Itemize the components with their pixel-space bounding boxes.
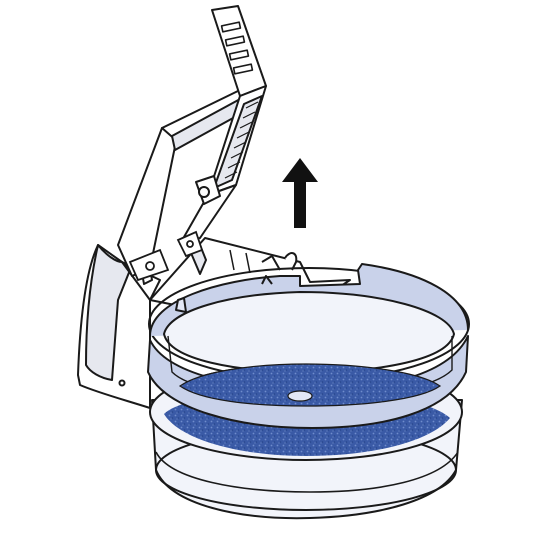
litter-granules-upper: [178, 363, 442, 407]
hinge-mechanism: [128, 230, 204, 282]
scoop-paddle: [179, 5, 267, 245]
lid-arm: [117, 89, 251, 285]
sifting-ring: [147, 263, 470, 429]
up-arrow-icon: [282, 158, 318, 228]
